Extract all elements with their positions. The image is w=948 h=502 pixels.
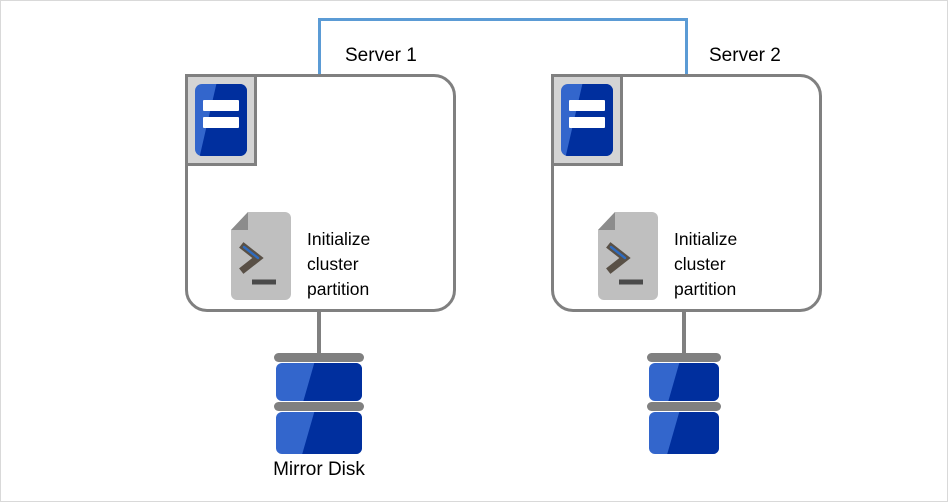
disk-slab-lower xyxy=(649,412,719,454)
server-2-disk xyxy=(647,353,721,455)
disk-plate-middle xyxy=(647,402,721,411)
server-icon-bar-top xyxy=(568,99,606,111)
server-2-title: Server 2 xyxy=(709,45,781,66)
interconnect-left-segment xyxy=(318,18,321,75)
server-1-action-label: Initialize cluster partition xyxy=(307,229,371,299)
disk-slab-shade xyxy=(664,412,719,454)
terminal-script-icon xyxy=(230,212,292,300)
server-icon-bar-bottom xyxy=(202,117,240,128)
disk-plate-top xyxy=(274,353,364,362)
server-icon-chip xyxy=(195,84,247,156)
disk-plate-top xyxy=(647,353,721,362)
server-icon xyxy=(185,74,257,166)
terminal-script-icon xyxy=(597,212,659,300)
disk-slab-shade xyxy=(299,412,362,454)
server-icon-chip xyxy=(561,84,613,156)
server-icon-bar-bottom xyxy=(568,117,606,128)
mirror-disk-label: Mirror Disk xyxy=(273,459,365,480)
server-2-disk-cable xyxy=(682,312,686,358)
interconnect-right-segment xyxy=(685,18,688,75)
server-icon xyxy=(551,74,623,166)
interconnect-top-segment xyxy=(318,18,688,21)
server-1-disk-cable xyxy=(317,312,321,358)
server-icon-bar-top xyxy=(202,99,240,111)
server-2-action-label: Initialize cluster partition xyxy=(674,229,738,299)
disk-slab-lower xyxy=(276,412,362,454)
disk-plate-middle xyxy=(274,402,364,411)
disk-slab-shade xyxy=(300,363,362,401)
disk-slab-upper xyxy=(649,363,719,401)
disk-slab-upper xyxy=(276,363,362,401)
disk-slab-shade xyxy=(666,363,719,401)
server-1-title: Server 1 xyxy=(345,45,417,66)
server-1-disk xyxy=(274,353,364,455)
